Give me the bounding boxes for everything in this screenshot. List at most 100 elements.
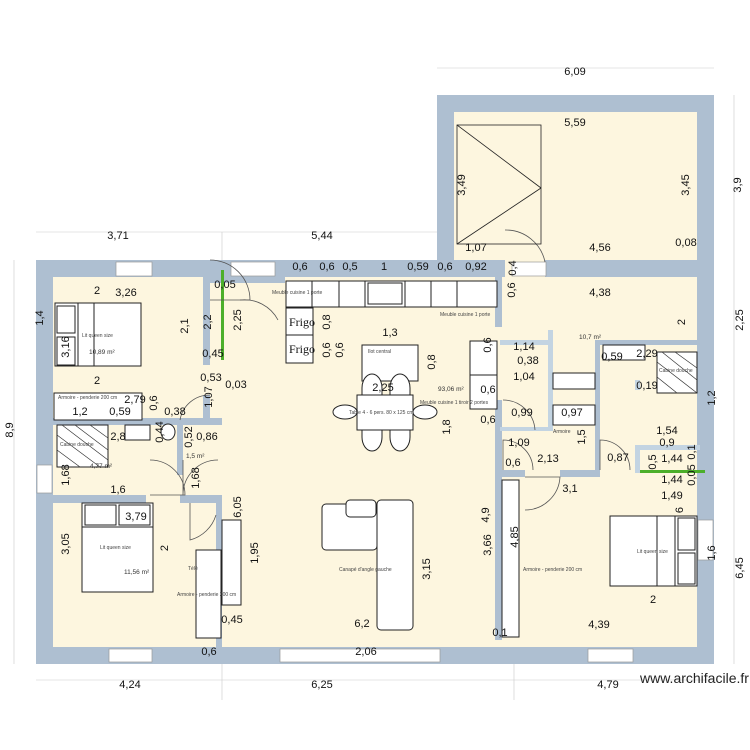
dimension-label: 1,6 [110,484,125,496]
sink-1[interactable] [124,424,151,441]
dimension-label: 1,07 [465,242,486,254]
windows[interactable] [36,261,714,663]
dimension-label: 0,4 [507,260,519,275]
dimension-label: 2 [94,285,100,297]
room-area: 93,06 m² [438,386,464,393]
wardrobe-small[interactable] [552,372,596,390]
interior-walls [36,260,700,647]
dimension-label: 0,59 [601,351,622,363]
dimension-label: 3,05 [60,533,72,554]
dimension-label: 2 [650,594,656,606]
dimension-label: 1,04 [513,371,534,383]
sink-2[interactable] [602,344,646,361]
dimension-label: 1 [381,261,387,273]
dimension-label: 6 [674,507,686,513]
fridge-1[interactable] [285,307,314,336]
dimension-label: 3,66 [482,534,494,555]
dimension-label: 1,3 [382,327,397,339]
dimension-label: 0,87 [607,452,628,464]
dimension-label: 0,6 [505,457,520,469]
dimension-label: 3,16 [60,336,72,357]
shower-1[interactable] [56,424,109,468]
bed-2[interactable] [81,502,154,593]
kitchen-counter[interactable] [285,280,498,308]
dimension-label: 4,39 [588,619,609,631]
dimension-label: 2,25 [734,309,746,330]
dimension-label: 5,44 [311,230,332,242]
dimension-label: 0,92 [465,261,486,273]
dimension-label: 8,9 [4,422,16,437]
dimension-label: 4,79 [597,679,618,691]
floor-annex [454,112,697,260]
label-kitchen-3: Meuble cuisine 1 tiroir 2 portes [420,400,489,406]
dimension-label: 2,25 [232,309,244,330]
label-wardrobe-3: Armoire - penderie 200 cm [523,567,582,573]
dimension-label: 0,05 [214,279,235,291]
doors[interactable] [149,229,631,541]
green-partitions [221,270,705,473]
dimension-label: 0,6 [321,342,333,357]
dimension-label: 1,6 [706,545,718,560]
bed-1[interactable] [54,302,142,367]
dimension-label: 0,6 [482,337,494,352]
floor-main [53,277,697,647]
wardrobe-2[interactable] [195,549,222,639]
dining-table[interactable] [332,373,438,452]
dimension-label: 0,8 [321,314,333,329]
dimension-label: 1,95 [249,542,261,563]
dimension-label: 0,6 [148,395,160,410]
dimension-label: 1,5 [576,429,588,444]
dimension-label: 2,2 [202,314,214,329]
dimension-label: 1,4 [34,310,46,325]
fridge-2[interactable] [285,334,314,364]
dimension-label: 3,1 [562,483,577,495]
label-wardrobe-1: Armoire - penderie 200 cm [58,395,117,401]
dimension-label: 2,79 [124,394,145,406]
dimension-label: 0,6 [201,646,216,658]
dimension-label: 2,8 [110,431,125,443]
dimension-label: 6,2 [354,618,369,630]
dimension-label: 5,59 [564,117,585,129]
wardrobe-4[interactable] [501,479,520,638]
dimension-label: 0,5 [647,454,659,469]
wardrobe-1[interactable] [53,392,143,421]
label-shower-2: Cabine douche [659,368,693,374]
label-table: Table 4 - 6 pers. 80 x 125 cm [349,410,413,416]
watermark: www.archifacile.fr [639,670,749,686]
dimension-label: 3,49 [456,174,468,195]
dimension-label: 0,86 [196,431,217,443]
room-area: 4,77 m² [90,463,113,470]
dimension-label: 3,71 [107,230,128,242]
label-kitchen-1: Meuble cuisine 1 porte [272,290,323,296]
dimension-label: 0,6 [437,261,452,273]
dimension-label: 0,45 [202,348,223,360]
dimension-label: 3,45 [680,174,692,195]
label-wardrobe-small: Armoire [553,429,571,435]
shower-2[interactable] [656,351,698,394]
dimension-label: 0,6 [480,414,495,426]
dimension-label: 0,5 [342,261,357,273]
kitchen-cabinet-2[interactable] [469,374,498,410]
dimension-label: 1,8 [441,419,453,434]
bed-3[interactable] [609,515,698,587]
dimension-label: 0,45 [221,614,242,626]
label-wardrobe-2: Armoire - penderie 200 cm [177,592,236,598]
toilet-1[interactable] [160,423,176,441]
dimension-label: 2 [94,375,100,387]
corner-sofa[interactable] [321,499,414,631]
dimension-label: 0,6 [480,384,495,396]
dimension-label: 1,14 [513,341,534,353]
dimension-label: 0,8 [426,354,438,369]
wardrobe-3[interactable] [552,404,596,426]
dimension-label: 6,05 [232,496,244,517]
dimension-label: 0,1 [492,627,507,639]
dimension-label: 0,1 [686,444,698,459]
room-area: 1,5 m² [186,453,205,460]
dimension-label: 2,13 [537,453,558,465]
dimension-label: 0,53 [200,372,221,384]
tv-unit[interactable] [221,519,242,606]
dimension-label: 0,05 [686,464,698,485]
